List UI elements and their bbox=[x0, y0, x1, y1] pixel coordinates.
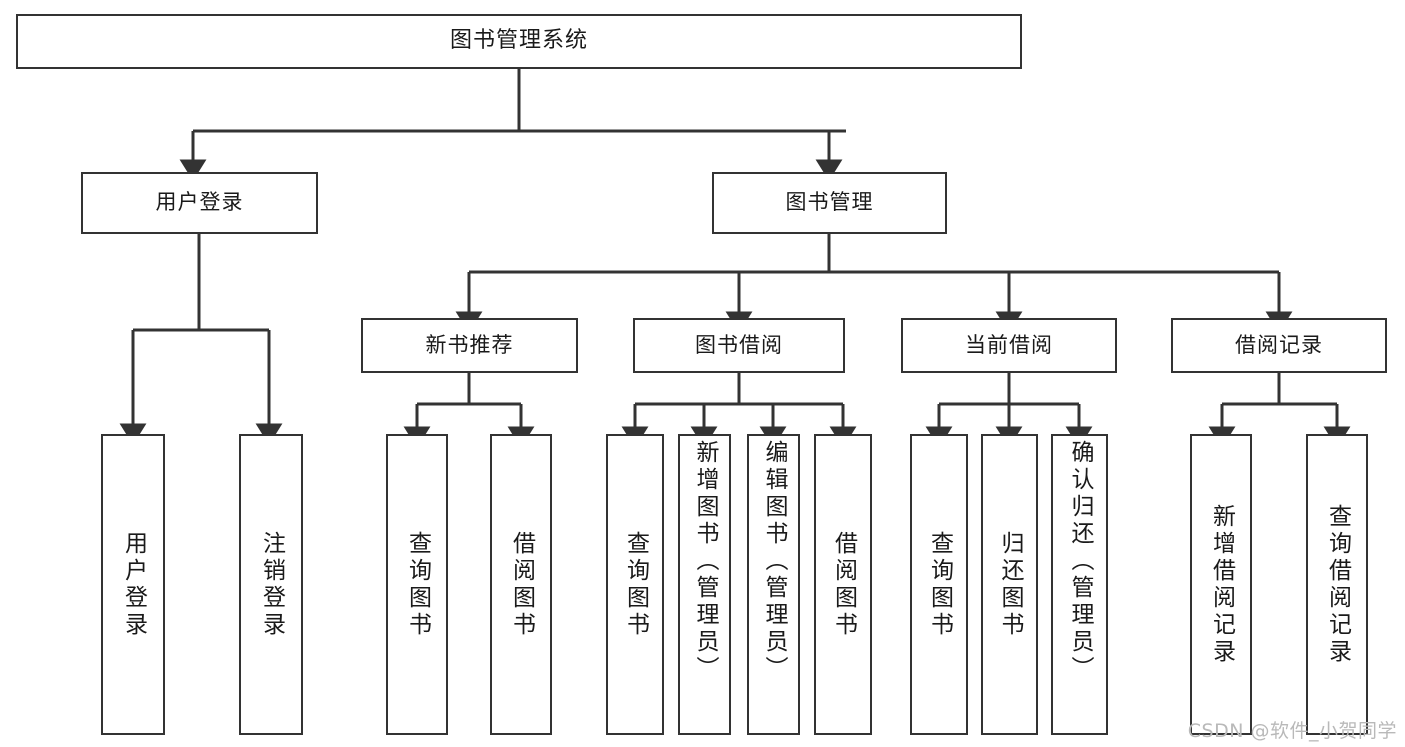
node-leaf-user-login[interactable]: 用户登录 bbox=[101, 434, 165, 735]
node-leaf-query-record-label: 查询借阅记录 bbox=[1324, 503, 1351, 666]
node-book-borrow-label: 图书借阅 bbox=[695, 332, 783, 357]
node-book-borrow[interactable]: 图书借阅 bbox=[633, 318, 845, 373]
node-leaf-query-book-c[interactable]: 查询图书 bbox=[910, 434, 968, 735]
node-leaf-logout-label: 注销登录 bbox=[258, 530, 285, 639]
node-leaf-edit-book-label: 编辑图书（管理员） bbox=[761, 440, 787, 683]
node-leaf-query-book-a[interactable]: 查询图书 bbox=[386, 434, 448, 735]
node-leaf-logout[interactable]: 注销登录 bbox=[239, 434, 303, 735]
node-leaf-query-record[interactable]: 查询借阅记录 bbox=[1306, 434, 1368, 735]
node-leaf-add-book[interactable]: 新增图书（管理员） bbox=[678, 434, 731, 735]
node-borrow-record-label: 借阅记录 bbox=[1235, 332, 1323, 357]
node-new-book-recommend[interactable]: 新书推荐 bbox=[361, 318, 578, 373]
node-leaf-borrow-book-b[interactable]: 借阅图书 bbox=[814, 434, 872, 735]
node-root[interactable]: 图书管理系统 bbox=[16, 14, 1022, 69]
node-leaf-query-book-c-label: 查询图书 bbox=[926, 530, 953, 639]
node-current-borrow-label: 当前借阅 bbox=[965, 332, 1053, 357]
node-leaf-user-login-label: 用户登录 bbox=[120, 530, 147, 639]
node-current-borrow[interactable]: 当前借阅 bbox=[901, 318, 1117, 373]
node-leaf-query-book-b[interactable]: 查询图书 bbox=[606, 434, 664, 735]
node-leaf-add-record-label: 新增借阅记录 bbox=[1208, 503, 1235, 666]
csdn-watermark: CSDN @软件_小贺同学 bbox=[1187, 720, 1397, 742]
node-leaf-borrow-book-b-label: 借阅图书 bbox=[830, 530, 857, 639]
node-leaf-confirm-return[interactable]: 确认归还（管理员） bbox=[1051, 434, 1108, 735]
node-borrow-record[interactable]: 借阅记录 bbox=[1171, 318, 1387, 373]
node-user-login-label: 用户登录 bbox=[155, 190, 244, 215]
node-leaf-return-book-label: 归还图书 bbox=[997, 530, 1023, 639]
node-leaf-query-book-b-label: 查询图书 bbox=[622, 530, 649, 639]
node-leaf-borrow-book-a[interactable]: 借阅图书 bbox=[490, 434, 552, 735]
node-book-manage-label: 图书管理 bbox=[785, 190, 874, 215]
node-leaf-edit-book[interactable]: 编辑图书（管理员） bbox=[747, 434, 800, 735]
node-leaf-add-book-label: 新增图书（管理员） bbox=[692, 440, 718, 683]
node-user-login[interactable]: 用户登录 bbox=[81, 172, 318, 234]
node-root-label: 图书管理系统 bbox=[449, 28, 588, 54]
node-leaf-add-record[interactable]: 新增借阅记录 bbox=[1190, 434, 1252, 735]
node-leaf-query-book-a-label: 查询图书 bbox=[404, 530, 431, 639]
node-leaf-return-book[interactable]: 归还图书 bbox=[981, 434, 1038, 735]
node-leaf-confirm-return-label: 确认归还（管理员） bbox=[1067, 440, 1093, 683]
node-leaf-borrow-book-a-label: 借阅图书 bbox=[508, 530, 535, 639]
node-new-book-recommend-label: 新书推荐 bbox=[425, 332, 514, 357]
node-book-manage[interactable]: 图书管理 bbox=[712, 172, 947, 234]
